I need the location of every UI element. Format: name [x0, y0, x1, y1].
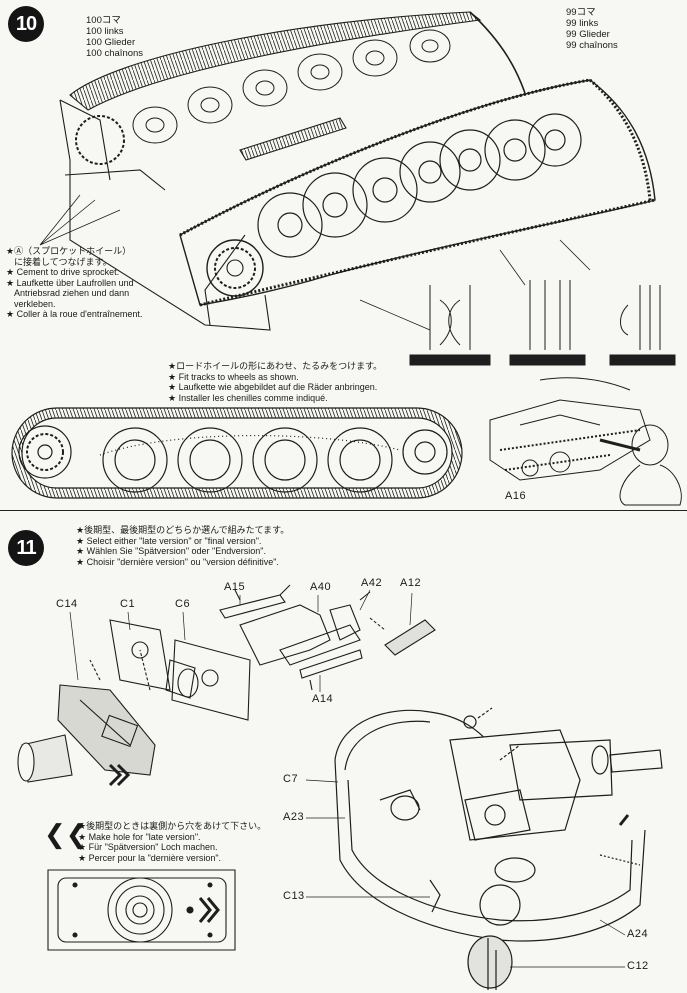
fit-tracks-note: ★ロードホイールの形にあわせ、たるみをつけます。 ★ Fit tracks to… [168, 361, 382, 403]
links-100-fr: 100 chaînons [86, 48, 144, 59]
fit-note-fr: ★ Installer les chenilles comme indiqué. [168, 392, 328, 403]
part-a40-label: A40 [310, 581, 332, 593]
hole-note-de: ★ Für "Spätversion" Loch machen. [78, 842, 218, 852]
part-c1-label: C1 [120, 598, 136, 610]
figure-illustration [489, 377, 682, 506]
hub-assembly-drawing [17, 619, 251, 787]
part-leader-lines [69, 589, 626, 968]
cement-note-de-1: ★ Laufkette über Laufrollen und [6, 277, 134, 288]
step-11-number: 11 [8, 530, 44, 566]
links-99-en: 99 links [566, 18, 599, 29]
select-note-en: ★ Select either "late version" or "final… [76, 535, 262, 546]
cement-note-en: ★ Cement to drive sprocket. [6, 267, 120, 277]
fit-note-de: ★ Laufkette wie abgebildet auf die Räder… [168, 382, 378, 392]
select-note-ja: ★後期型、最後期型のどちらか選んで組みたてます。 [76, 525, 290, 535]
part-c6-label: C6 [175, 598, 191, 610]
hole-detail-drawing [47, 869, 236, 951]
links-99-label: 99コマ 99 links 99 Glieder 99 chaînons [566, 7, 618, 51]
suspension-arm-drawing [219, 584, 436, 691]
cement-note-ja-2: に接着してつなげます。 [14, 256, 112, 267]
turret-mount-drawing [334, 707, 663, 990]
hole-note-fr: ★ Percer pour la "dernière version". [78, 852, 222, 863]
links-99-de: 99 Glieder [566, 29, 610, 40]
cement-note: ★Ⓐ（スプロケットホイール） に接着してつなげます。 ★ Cement to d… [6, 246, 142, 320]
track-detail-insets [409, 280, 676, 366]
hole-note-ja: ★後期型のときは裏側から穴をあけて下さい。 [78, 821, 267, 831]
step-divider [0, 510, 687, 511]
part-c12-label: C12 [627, 960, 649, 972]
part-a23-label: A23 [283, 811, 305, 823]
cement-note-de-2: Antriebsrad ziehen und dann [14, 288, 130, 298]
hole-note-en: ★ Make hole for "late version". [78, 831, 201, 842]
part-c13-label: C13 [283, 890, 305, 902]
links-99-ja: 99コマ [566, 7, 596, 18]
part-c14-label: C14 [56, 598, 78, 610]
part-a24-label: A24 [627, 928, 649, 940]
double-chevron-icon: ❮❮ [44, 819, 88, 849]
cement-note-ja-1: ★Ⓐ（スプロケットホイール） [6, 246, 132, 256]
links-100-label: 100コマ 100 links 100 Glieder 100 chaînons [86, 15, 143, 59]
links-100-de: 100 Glieder [86, 37, 136, 48]
hull-track-drawing [39, 11, 656, 331]
cement-note-de-3: verkleben. [14, 298, 56, 309]
fit-note-en: ★ Fit tracks to wheels as shown. [168, 371, 299, 382]
select-note-fr: ★ Choisir "dernière version" ou "version… [76, 556, 279, 567]
select-note-de: ★ Wählen Sie "Spätversion" oder "Endvers… [76, 546, 266, 556]
part-c7-label: C7 [283, 773, 299, 785]
part-a16-label: A16 [505, 490, 527, 502]
links-99-fr: 99 chaînons [566, 40, 618, 51]
part-a14-label: A14 [312, 693, 334, 705]
step-10-number: 10 [8, 6, 44, 42]
part-a12-label: A12 [400, 577, 422, 589]
track-side-view [11, 407, 463, 499]
select-version-note: ★後期型、最後期型のどちらか選んで組みたてます。 ★ Select either… [76, 525, 289, 567]
cement-note-fr: ★ Coller à la roue d'entraînement. [6, 309, 143, 319]
part-a42-label: A42 [361, 577, 383, 589]
links-100-ja: 100コマ [86, 15, 121, 26]
make-hole-note: ★後期型のときは裏側から穴をあけて下さい。 ★ Make hole for "l… [78, 821, 266, 863]
links-100-en: 100 links [86, 26, 124, 37]
part-a15-label: A15 [224, 581, 246, 593]
fit-note-ja: ★ロードホイールの形にあわせ、たるみをつけます。 [168, 361, 383, 371]
